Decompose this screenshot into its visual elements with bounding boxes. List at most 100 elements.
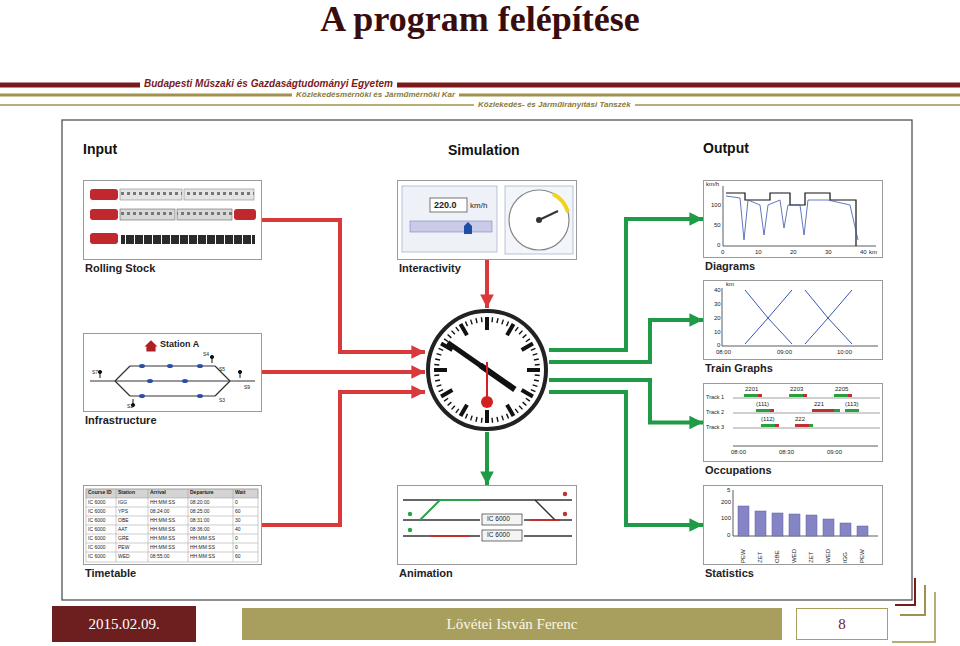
chart-label: km (726, 281, 734, 288)
chart-label: 08:36:00 (190, 527, 209, 533)
chart-label: WED (825, 549, 832, 563)
footer-text: Lövétei István Ferenc (447, 616, 578, 633)
chart-label: 0 (717, 342, 720, 349)
chart-label: 30 (235, 518, 241, 524)
image-panel: Timetable (83, 485, 262, 565)
chart-label: 60 (235, 509, 241, 515)
chart-label: 0 (727, 532, 730, 539)
chart-label: S5 (219, 367, 225, 373)
chart-label: 222 (795, 416, 805, 423)
chart-label: 09:00 (777, 349, 792, 356)
chart-label: YPS (118, 509, 128, 515)
chart-label: 5 (727, 487, 730, 494)
footer-box: Lövétei István Ferenc (242, 608, 782, 640)
image-panel: Train Graphs (703, 280, 883, 360)
flow-arrow (549, 219, 703, 350)
image-panel: Statistics (703, 485, 883, 565)
chart-label: 08:20:00 (190, 500, 209, 506)
footer-box: 2015.02.09. (52, 606, 196, 642)
panel-caption: Animation (399, 567, 453, 580)
chart-label: 10 (755, 249, 762, 256)
chart-label: 08:25:00 (190, 509, 209, 515)
chart-label: Station A (160, 339, 199, 349)
chart-label: km (869, 249, 877, 256)
chart-label: S3 (219, 398, 225, 404)
image-panel: Interactivity (397, 180, 577, 260)
chart-label: ZET (757, 552, 764, 563)
image-panel: Rolling Stock (83, 180, 262, 260)
chart-label: OBE (774, 550, 781, 563)
speed-controls (402, 186, 573, 254)
train-graph (722, 288, 878, 346)
chart-label: 40 (235, 527, 241, 533)
chart-label: Track 2 (706, 409, 724, 415)
chart-label: HH:MM:SS (150, 536, 175, 542)
chart-label: PEW (118, 545, 129, 551)
chart-label: 60 (235, 554, 241, 560)
header-text: Budapesti Műszaki és Gazdaságtudományi E… (140, 78, 397, 90)
chart-label: Departure (190, 490, 214, 496)
image-panel: Animation (397, 485, 577, 565)
header-text: Közlekedés- és Járműirányítási Tanszék (474, 100, 635, 109)
flow-arrow (549, 392, 703, 525)
chart-label: 08:31:00 (190, 518, 209, 524)
footer-decoration (892, 578, 935, 642)
chart-label: OBE (118, 518, 129, 524)
chart-label: 50 (714, 222, 721, 229)
chart-label: 08:55:00 (150, 554, 169, 560)
flow-arrow (262, 392, 425, 525)
chart-label: WED (791, 549, 798, 563)
chart-label: HH:MM:SS (190, 545, 215, 551)
panel-caption: Occupations (705, 464, 772, 477)
flow-arrow (485, 432, 489, 485)
chart-label: Track 1 (706, 394, 724, 400)
panel-caption: Diagrams (705, 260, 755, 273)
speed-diagram (723, 186, 876, 246)
chart-label: 0 (235, 500, 238, 506)
station-track-plan (90, 341, 255, 407)
chart-label: 20 (714, 315, 721, 322)
chart-label: Course ID (88, 490, 112, 496)
image-panel: Occupations (703, 383, 883, 462)
chart-label: GRE (118, 536, 129, 542)
chart-label: IC 6000 (88, 500, 106, 506)
timetable-grid (86, 489, 258, 562)
chart-label: 08:30 (779, 449, 794, 456)
chart-label: 221 (814, 401, 824, 408)
chart-label: km/h (706, 181, 719, 188)
chart-label: 10 (714, 329, 721, 336)
chart-label: 0 (235, 536, 238, 542)
chart-label: 0 (717, 242, 720, 249)
chart-label: HH:MM:SS (190, 554, 215, 560)
chart-label: 20 (790, 249, 797, 256)
chart-label: IC 6000 (487, 531, 510, 538)
chart-label: PEW (740, 549, 747, 563)
chart-label: 10:00 (837, 349, 852, 356)
chart-label: WED (118, 554, 130, 560)
chart-label: HH:MM:SS (150, 545, 175, 551)
animation-track-plan (403, 492, 572, 541)
panel-caption: Train Graphs (705, 362, 773, 375)
panel-caption: Rolling Stock (85, 262, 155, 275)
column-heading: Input (83, 141, 117, 157)
chart-label: 09:00 (827, 449, 842, 456)
simulation-clock (425, 308, 549, 432)
chart-label: S7 (92, 370, 98, 376)
chart-label: 30 (825, 249, 832, 256)
chart-label: 2203 (790, 386, 803, 393)
chart-label: PEW (859, 549, 866, 563)
chart-label: IC 6000 (88, 527, 106, 533)
chart-label: 40 (714, 287, 721, 294)
chart-label: 0 (721, 249, 724, 256)
chart-label: IC 6000 (487, 515, 510, 522)
chart-label: Track 3 (706, 424, 724, 430)
chart-label: (113) (845, 401, 859, 408)
chart-label: 40 (860, 249, 867, 256)
chart-label: HH:MM:SS (190, 536, 215, 542)
chart-label: 30 (714, 301, 721, 308)
chart-label: 08:00 (716, 349, 731, 356)
main-frame (62, 120, 912, 600)
chart-label: HH:MM:SS (150, 527, 175, 533)
header-text: Közlekedésmérnöki és Járműmérnöki Kar (292, 90, 459, 99)
chart-label: IC 6000 (88, 545, 106, 551)
